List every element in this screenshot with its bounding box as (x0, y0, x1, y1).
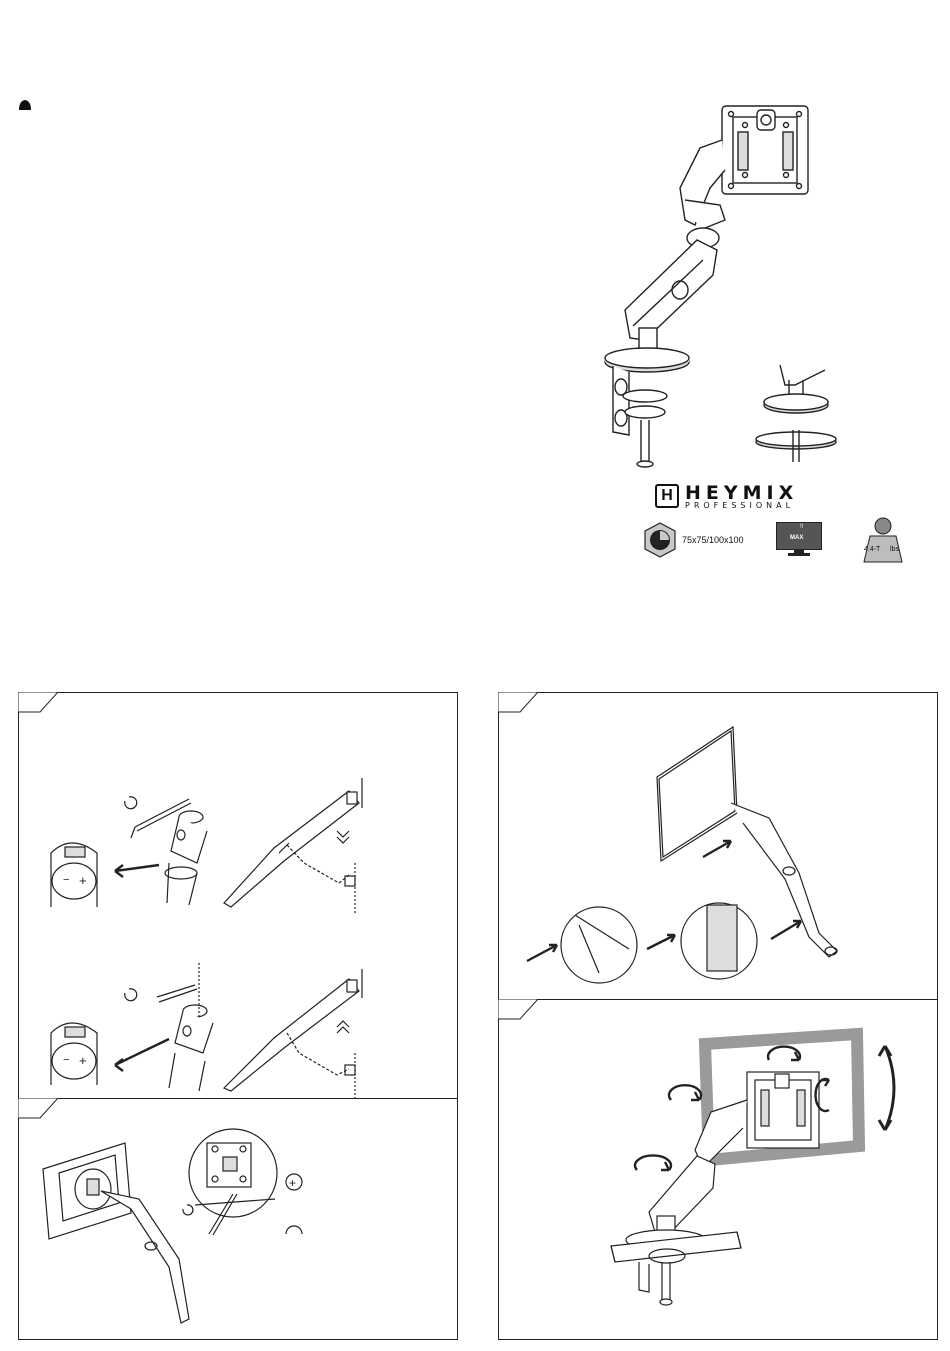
vesa-sizes-label: 75x75/100x100 (682, 535, 744, 545)
monitor-size-icon: !! MAX (776, 522, 822, 556)
vesa-badge-icon (642, 522, 678, 558)
svg-text:−: − (63, 1054, 69, 1066)
tension-illustration: − + − + (19, 693, 459, 1100)
weight-icon: 4.4-T lbs (858, 516, 908, 564)
attach-monitor-illustration (499, 693, 939, 1001)
product-illustration (585, 100, 855, 480)
logo-mark: H (655, 484, 679, 508)
plus-sign: + (79, 873, 87, 888)
bullet-icon (17, 98, 33, 112)
step-panel-attach-monitor (498, 692, 938, 1000)
plus-circle-sign: + (289, 1176, 296, 1190)
step-panel-tension: − + − + (18, 692, 458, 1099)
vesa-screws-illustration: + (19, 1099, 459, 1341)
weight-range-label: 4.4-T (864, 546, 880, 553)
screen-size-label: !! (800, 524, 803, 530)
brand-logo: H HEYMIX PROFESSIONAL (655, 484, 775, 514)
step-panel-vesa-screws: + (18, 1098, 458, 1340)
svg-text:+: + (79, 1053, 87, 1068)
weight-unit-label: lbs (890, 546, 899, 553)
minus-sign: − (63, 874, 69, 886)
screen-max-label: MAX (790, 535, 803, 541)
logo-subtitle: PROFESSIONAL (685, 501, 794, 510)
step-panel-adjust (498, 999, 938, 1340)
adjust-illustration (499, 1000, 939, 1341)
